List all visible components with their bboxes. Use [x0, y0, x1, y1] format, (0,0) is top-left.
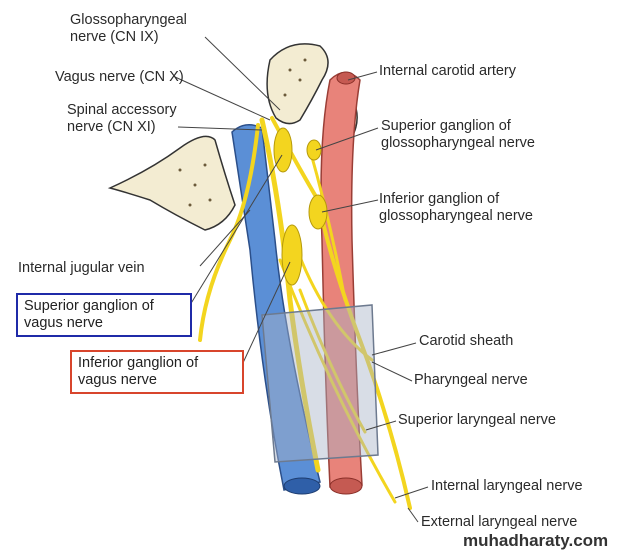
label-superior-laryngeal-nerve: Superior laryngeal nerve — [398, 412, 556, 428]
label-line: Inferior ganglion of — [379, 191, 500, 207]
label-line: vagus nerve — [24, 315, 103, 331]
label-line: Superior ganglion of — [381, 118, 511, 134]
carotid-sheath — [261, 304, 379, 463]
label-internal-laryngeal-nerve: Internal laryngeal nerve — [431, 478, 583, 494]
skull-base-bone — [266, 43, 329, 125]
label-line: nerve (CN IX) — [70, 29, 159, 45]
label-carotid-sheath: Carotid sheath — [419, 333, 514, 349]
label-line: Glossopharyngeal — [70, 12, 187, 28]
label-line: Inferior ganglion of — [78, 355, 199, 371]
label-internal-carotid-artery: Internal carotid artery — [379, 63, 517, 79]
watermark: muhadharaty.com — [463, 531, 609, 550]
label-external-laryngeal-nerve: External laryngeal nerve — [421, 514, 578, 530]
label-internal-jugular-vein: Internal jugular vein — [18, 260, 145, 276]
label-line: glossopharyngeal nerve — [381, 135, 535, 151]
label-line: Superior ganglion of — [24, 298, 154, 314]
label-vagus-nerve: Vagus nerve (CN X) — [55, 69, 184, 85]
label-line: nerve (CN XI) — [67, 119, 156, 135]
label-line: vagus nerve — [78, 372, 157, 388]
label-line: Spinal accessory — [67, 102, 177, 118]
label-line: glossopharyngeal nerve — [379, 208, 533, 224]
label-pharyngeal-nerve: Pharyngeal nerve — [414, 372, 528, 388]
mastoid-bone — [107, 135, 236, 231]
